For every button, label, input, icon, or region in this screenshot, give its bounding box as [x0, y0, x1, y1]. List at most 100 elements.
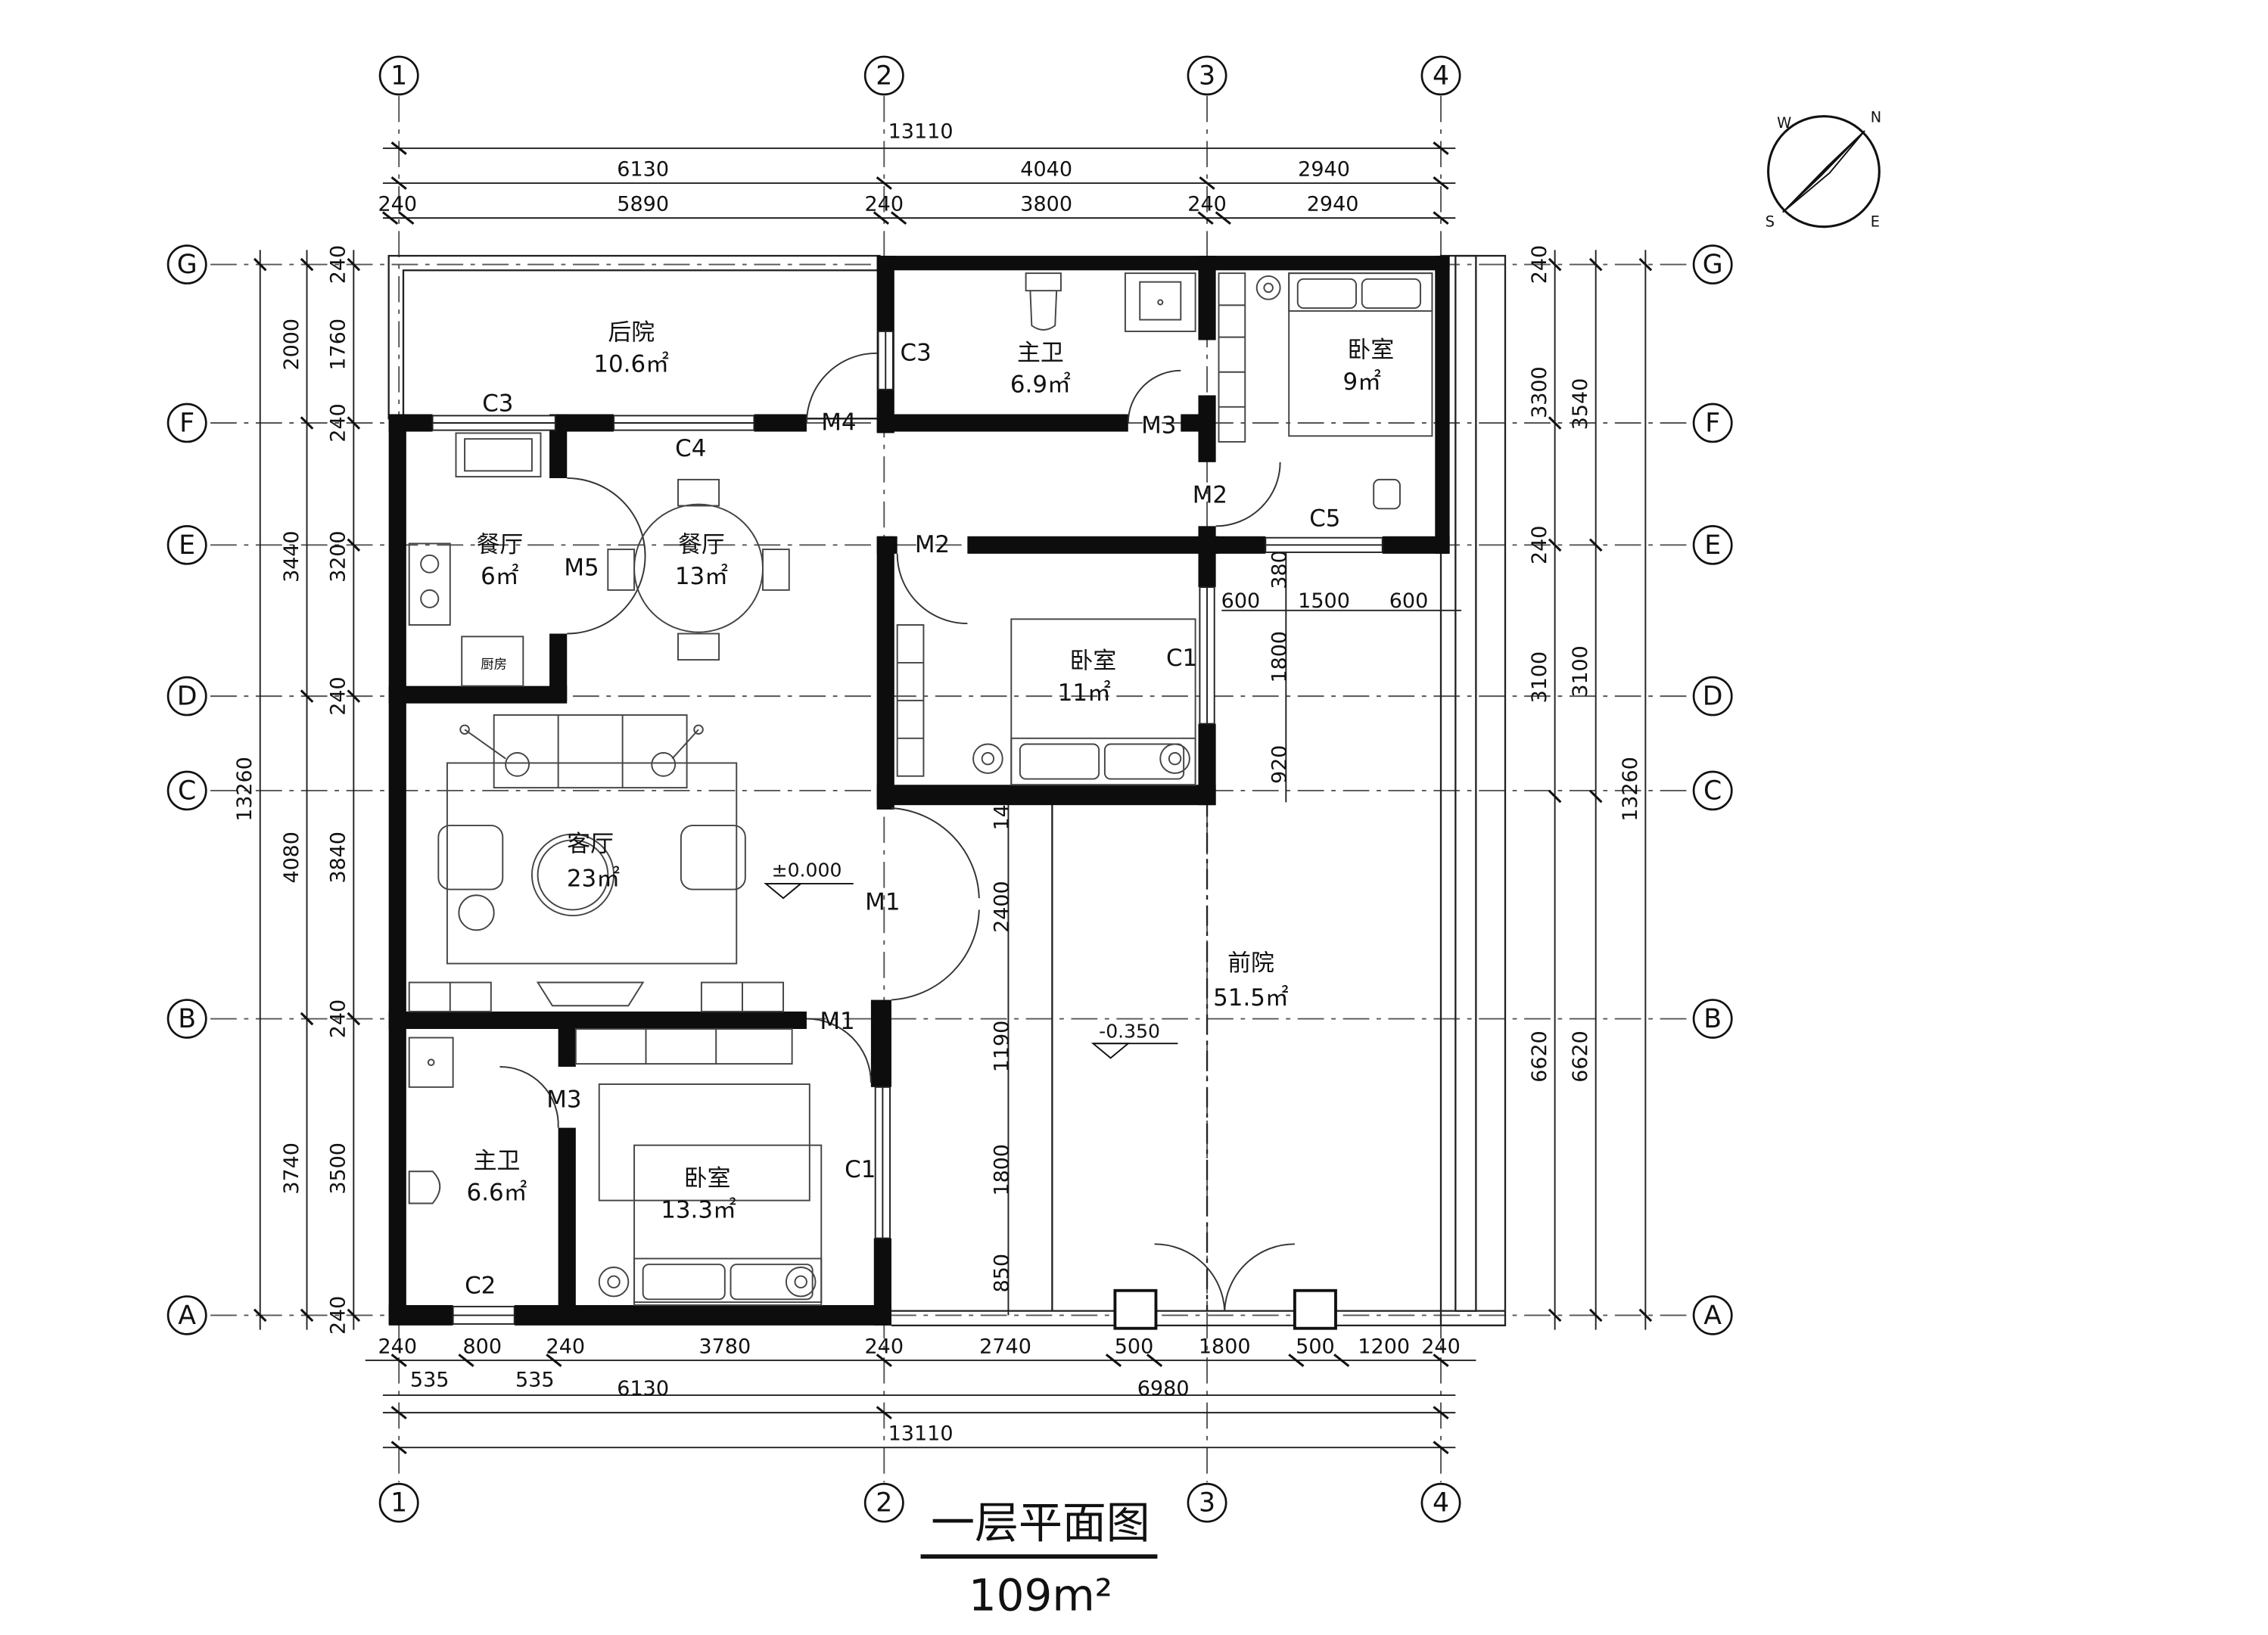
- room-name: 后院: [608, 319, 655, 347]
- dim-left: 3440: [280, 530, 303, 582]
- door-swings: [499, 352, 1295, 1311]
- dim-top: 240: [378, 193, 417, 216]
- window-label: C1: [845, 1156, 876, 1183]
- dim-bottom-total: 13110: [888, 1422, 954, 1446]
- dim-inner: 1500: [1298, 589, 1350, 613]
- room-area: 6.9㎡: [1010, 371, 1071, 399]
- axis-label: A: [1703, 1301, 1722, 1331]
- axis-label: E: [179, 530, 195, 561]
- dim-top: 240: [864, 193, 904, 216]
- axis-label: 3: [1199, 61, 1215, 91]
- axis-labels: 1 2 3 4 1 2 3 4 G F E D C B A G F E D C …: [177, 61, 1723, 1518]
- dim-left: 240: [327, 403, 350, 442]
- room-area: 10.6㎡: [593, 351, 669, 378]
- dim-top: 2940: [1298, 157, 1350, 181]
- window-label: C3: [482, 390, 513, 418]
- dim-bottom: 800: [462, 1335, 502, 1358]
- opening-labels: C3 C3 C4 C5 C1 C1 C2 M4 M3 M2 M2 M5 M1 M…: [465, 339, 1340, 1299]
- level-marks: [764, 882, 1178, 1059]
- axis-label: 1: [390, 1488, 407, 1518]
- room-area: 6.6㎡: [467, 1180, 527, 1207]
- room-area: 13㎡: [675, 563, 728, 590]
- dim-left: 3740: [280, 1142, 303, 1194]
- room-name: 主卫: [1017, 339, 1064, 366]
- dim-left: 4080: [280, 831, 303, 883]
- dim-right: 6620: [1528, 1030, 1551, 1082]
- dim-top-total: 13110: [888, 120, 954, 144]
- dim-inner: 920: [1268, 745, 1291, 784]
- window-label: C2: [465, 1273, 496, 1300]
- compass-letter: W: [1777, 114, 1791, 132]
- dim-bottom: 535: [515, 1369, 555, 1392]
- dim-bottom: 500: [1296, 1335, 1335, 1358]
- axis-bubbles: [166, 55, 1733, 1523]
- door-label: M5: [564, 555, 599, 582]
- plan-title: 一层平面图: [931, 1497, 1150, 1548]
- axis-label: B: [178, 1004, 196, 1034]
- room-name: 卧室: [1070, 648, 1117, 675]
- compass-letter: N: [1871, 108, 1881, 126]
- dim-bottom: 240: [1421, 1335, 1461, 1358]
- room-area: 51.5㎡: [1213, 984, 1289, 1012]
- level-mark-ground: ±0.000: [772, 859, 842, 881]
- dim-inner: 600: [1221, 589, 1261, 613]
- axis-label: F: [1705, 409, 1720, 439]
- dim-right: 3100: [1528, 651, 1551, 703]
- axis-label: 2: [876, 61, 892, 91]
- dim-bottom: 6980: [1137, 1377, 1190, 1400]
- dim-right-total: 13260: [1619, 757, 1642, 822]
- dim-bottom: 6130: [617, 1377, 669, 1400]
- dimension-ticks: [253, 141, 1653, 1455]
- compass-letter: S: [1766, 213, 1775, 231]
- dim-bottom: 240: [378, 1335, 417, 1358]
- axis-label: C: [1703, 776, 1722, 807]
- door-label: M2: [915, 531, 950, 558]
- dim-left: 2000: [280, 319, 303, 370]
- inner-dimensions: 600 1500 600 380 1800 920 140 2400 1190 …: [990, 550, 1428, 1292]
- dim-right: 6620: [1569, 1030, 1592, 1082]
- dim-right: 3540: [1569, 378, 1592, 430]
- axis-label: E: [1704, 530, 1721, 561]
- dimension-lines: [259, 147, 1647, 1449]
- dim-left: 3200: [327, 530, 350, 582]
- dim-right: 240: [1528, 245, 1551, 284]
- left-dimensions: 240 1760 240 3200 240 3840 240 3500 240 …: [233, 245, 350, 1335]
- axis-label: 1: [390, 61, 407, 91]
- room-area: 11㎡: [1058, 679, 1111, 707]
- dim-inner: 1800: [1268, 631, 1291, 682]
- windows: [431, 331, 1383, 1325]
- furniture: [408, 272, 1433, 1306]
- total-area: 109m²: [969, 1569, 1112, 1621]
- dim-top: 240: [1187, 193, 1227, 216]
- dim-inner: 600: [1389, 589, 1429, 613]
- dim-left-total: 13260: [233, 757, 257, 822]
- level-mark-yard: -0.350: [1099, 1021, 1160, 1043]
- dim-inner: 1190: [990, 1021, 1013, 1072]
- dim-bottom: 500: [1115, 1335, 1154, 1358]
- axis-label: 4: [1433, 61, 1449, 91]
- axis-label: G: [177, 250, 198, 280]
- dim-top: 4040: [1020, 157, 1072, 181]
- dim-left: 1760: [327, 319, 350, 370]
- gate-posts: [1113, 1288, 1337, 1330]
- dim-bottom: 2740: [979, 1335, 1031, 1358]
- dim-inner: 850: [990, 1254, 1013, 1292]
- dim-left: 240: [327, 999, 350, 1038]
- door-label: M2: [1193, 482, 1227, 509]
- window-label: C1: [1166, 645, 1197, 672]
- dim-top: 6130: [617, 157, 669, 181]
- dim-left: 240: [327, 1296, 350, 1335]
- dim-top: 2940: [1307, 193, 1359, 216]
- room-name: 前院: [1227, 950, 1274, 977]
- axis-label: C: [178, 776, 196, 807]
- dim-inner: 2400: [990, 881, 1013, 932]
- axis-label: 4: [1433, 1488, 1449, 1518]
- window-label: C4: [675, 435, 706, 462]
- room-area: 9㎡: [1342, 368, 1381, 396]
- dim-left: 240: [327, 676, 350, 715]
- window-label: C5: [1309, 505, 1340, 532]
- dim-inner: 380: [1268, 550, 1291, 589]
- dim-bottom: 240: [864, 1335, 904, 1358]
- bottom-dimensions: 240 800 240 3780 240 2740 500 1800 500 1…: [378, 1335, 1460, 1445]
